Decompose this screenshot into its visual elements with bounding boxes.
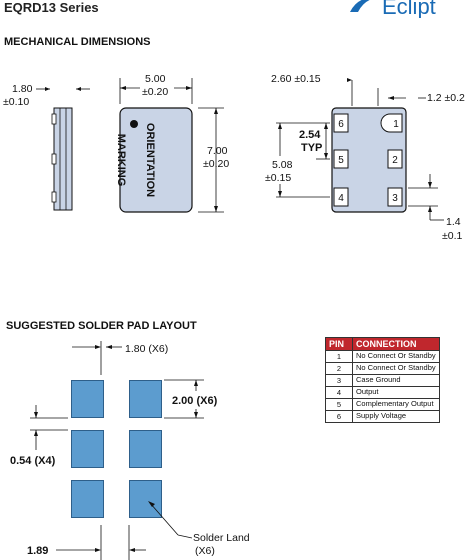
- mechanical-section-title: MECHANICAL DIMENSIONS: [4, 36, 151, 48]
- pin-label-1: 1: [393, 119, 399, 130]
- length-label: 7.00: [207, 145, 228, 157]
- marking-line2: ORIENTATION: [144, 122, 156, 198]
- pitch-note-label: TYP: [301, 142, 323, 154]
- side-height-label: 1.80: [12, 83, 33, 95]
- table-cell-pin: 2: [325, 362, 353, 375]
- solder-land-label: Solder Land: [193, 532, 250, 544]
- solder-dimension-lines: [30, 341, 204, 560]
- pad-width-label: 1.80 (X6): [125, 343, 169, 355]
- table-row: 6 Supply Voltage: [325, 410, 440, 423]
- table-cell-connection: No Connect Or Standby: [352, 362, 440, 375]
- table-cell-connection: Case Ground: [352, 374, 440, 387]
- pin-label-5: 5: [338, 155, 344, 166]
- spacing-label: 1.89: [27, 545, 49, 557]
- table-row: 3 Case Ground: [325, 374, 440, 387]
- table-row: 4 Output: [325, 386, 440, 399]
- solder-pad: [129, 430, 162, 468]
- marking-line1: MARKING: [115, 133, 127, 187]
- solder-land-count: (X6): [195, 545, 215, 557]
- width-label: 5.00: [145, 73, 166, 85]
- pitch-label: 2.54: [299, 129, 321, 141]
- width-tol-label: ±0.20: [142, 86, 169, 98]
- solder-pad: [71, 430, 104, 468]
- table-cell-connection: Output: [352, 386, 440, 399]
- row-span-label: 5.08: [272, 159, 293, 171]
- solder-pad: [71, 380, 104, 418]
- row-span-tol-label: ±0.15: [265, 172, 292, 184]
- solder-section-title: SUGGESTED SOLDER PAD LAYOUT: [6, 320, 197, 332]
- top-view-drawing: [119, 78, 224, 213]
- table-cell-pin: 6: [325, 410, 353, 423]
- table-header-connection: CONNECTION: [352, 337, 440, 351]
- bottom-view-drawing: 6 5 4 1 2 3: [276, 78, 444, 221]
- table-header-pin: PIN: [325, 337, 353, 351]
- logo-text: Eclipt: [382, 0, 436, 18]
- table-cell-connection: No Connect Or Standby: [352, 350, 440, 363]
- table-cell-pin: 4: [325, 386, 353, 399]
- pad-span-label: 2.60 ±0.15: [271, 73, 321, 85]
- pad-edge-label: 1.2 ±0.2: [427, 92, 465, 104]
- logo-swoosh-icon: [350, 0, 370, 12]
- pin-connection-table: PIN CONNECTION 1 No Connect Or Standby 2…: [325, 337, 440, 423]
- table-cell-pin: 3: [325, 374, 353, 387]
- table-cell-connection: Supply Voltage: [352, 410, 440, 423]
- side-height-tol-label: ±0.10: [3, 96, 30, 108]
- table-row: 5 Complementary Output: [325, 398, 440, 411]
- table-cell-connection: Complementary Output: [352, 398, 440, 411]
- length-tol-label: ±0.20: [203, 158, 230, 170]
- pin-label-4: 4: [338, 193, 344, 204]
- pad-height-label: 1.4: [446, 216, 461, 228]
- table-header-row: PIN CONNECTION: [325, 337, 440, 351]
- gap-label: 0.54 (X4): [10, 455, 56, 467]
- table-row: 1 No Connect Or Standby: [325, 350, 440, 363]
- pin1-marker-icon: [130, 120, 138, 128]
- solder-pad: [71, 480, 104, 518]
- company-logo: Eclipt: [350, 0, 436, 18]
- pad-length-label: 2.00 (X6): [172, 395, 218, 407]
- pin-label-2: 2: [392, 155, 398, 166]
- pad-height-tol-label: ±0.1: [442, 230, 463, 242]
- side-view-drawing: [36, 87, 90, 211]
- series-title: EQRD13 Series: [4, 0, 99, 15]
- solder-pad: [129, 380, 162, 418]
- pin-label-3: 3: [392, 193, 398, 204]
- table-cell-pin: 1: [325, 350, 353, 363]
- table-row: 2 No Connect Or Standby: [325, 362, 440, 375]
- table-cell-pin: 5: [325, 398, 353, 411]
- solder-pad: [129, 480, 162, 518]
- pin-label-6: 6: [338, 119, 344, 130]
